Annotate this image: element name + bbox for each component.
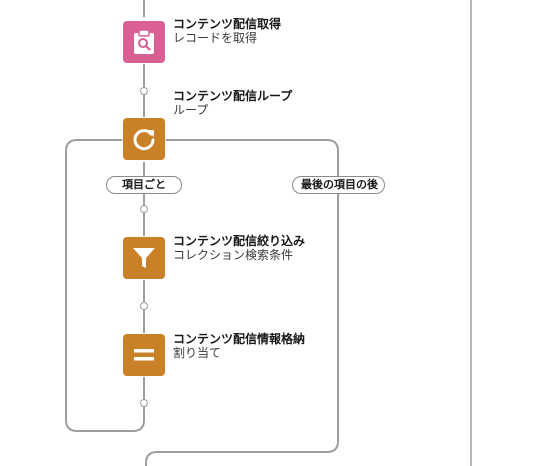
add-element-connector[interactable] — [140, 399, 148, 407]
node-title: コンテンツ配信絞り込み — [173, 234, 306, 248]
add-element-connector[interactable] — [140, 87, 148, 95]
record-search-icon — [131, 28, 157, 56]
loop-label: コンテンツ配信ループ ループ — [173, 89, 292, 117]
add-element-connector[interactable] — [140, 302, 148, 310]
filter-node[interactable] — [123, 237, 165, 279]
filter-icon — [131, 245, 157, 271]
assignment-node[interactable] — [123, 334, 165, 376]
node-title: コンテンツ配信取得 — [173, 17, 282, 31]
add-element-connector[interactable] — [140, 205, 148, 213]
node-subtitle: レコードを取得 — [173, 31, 258, 45]
get-records-label: コンテンツ配信取得 レコードを取得 — [173, 17, 281, 45]
assignment-label: コンテンツ配信情報格納 割り当て — [173, 332, 305, 360]
node-subtitle: 割り当て — [173, 346, 222, 360]
canvas-right-border — [470, 0, 472, 466]
assignment-icon — [131, 342, 157, 368]
loop-icon — [130, 125, 158, 153]
loop-node[interactable] — [123, 118, 165, 160]
node-title: コンテンツ配信情報格納 — [173, 332, 306, 346]
after-last-branch-label: 最後の項目の後 — [292, 176, 385, 194]
node-subtitle: コレクション検索条件 — [173, 248, 294, 262]
node-subtitle: ループ — [173, 103, 209, 117]
get-records-node[interactable] — [123, 21, 165, 63]
for-each-branch-label: 項目ごと — [106, 176, 182, 194]
filter-label: コンテンツ配信絞り込み コレクション検索条件 — [173, 234, 305, 262]
node-title: コンテンツ配信ループ — [173, 89, 293, 103]
